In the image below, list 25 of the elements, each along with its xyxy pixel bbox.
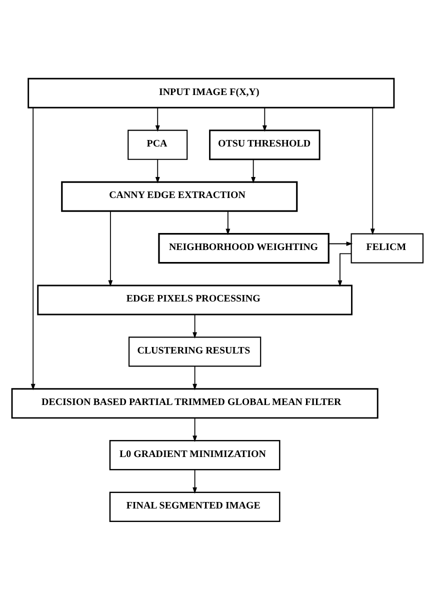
- node-box: NEIGHBORHOOD WEIGHTING: [158, 232, 330, 264]
- arrow: [262, 106, 267, 132]
- arrow: [226, 210, 230, 235]
- node-box: CANNY EDGE EXTRACTION: [61, 180, 298, 212]
- node-box: FELICM: [350, 232, 424, 263]
- arrow: [192, 468, 198, 494]
- node-box: FINAL SEGMENTED IMAGE: [109, 491, 280, 522]
- arrow: [192, 365, 198, 390]
- node-box: DECISION BASED PARTIAL TRIMMED GLOBAL MEAN FILTER: [11, 388, 378, 418]
- arrow: [328, 241, 353, 246]
- arrow: [155, 158, 160, 183]
- node-box: L0 GRADIENT MINIMIZATION: [109, 440, 280, 470]
- node-box: EDGE PIXELS PROCESSING: [37, 284, 352, 315]
- arrow: [338, 252, 352, 286]
- arrow: [155, 106, 160, 132]
- arrow: [251, 158, 256, 183]
- node-box: OTSU THRESHOLD: [209, 129, 320, 160]
- node-box: CLUSTERING RESULTS: [128, 336, 262, 366]
- arrow: [192, 417, 198, 442]
- arrow: [370, 106, 375, 234]
- node-box: INPUT IMAGE F(X,Y): [28, 77, 395, 108]
- arrow: [108, 210, 113, 286]
- node-box: PCA: [128, 129, 188, 160]
- arrow: [192, 314, 198, 338]
- arrow: [30, 106, 36, 390]
